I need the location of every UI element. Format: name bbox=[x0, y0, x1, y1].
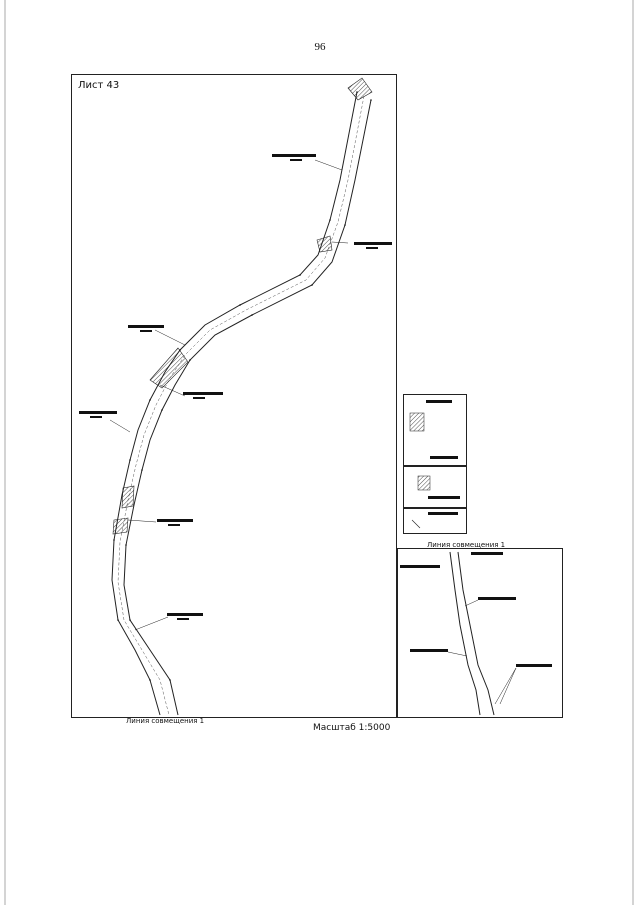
detail-box-2-content bbox=[417, 475, 460, 499]
hatched-parcel bbox=[316, 235, 333, 253]
detail-box-2 bbox=[403, 466, 467, 508]
main-match-line-label: Линия совмещения 1 bbox=[126, 717, 205, 725]
sheet-label: Лист 43 bbox=[78, 80, 120, 91]
inset-corridor-right bbox=[457, 551, 495, 716]
detail-box-3-content bbox=[411, 512, 458, 529]
inset-corridor-left bbox=[449, 551, 481, 716]
detail-box-1 bbox=[403, 394, 467, 466]
detail-box-1-content bbox=[409, 400, 458, 459]
corridor-center-line bbox=[117, 95, 365, 716]
corridor-left-edge bbox=[111, 91, 358, 716]
main-map-frame bbox=[71, 74, 397, 718]
page-number: 96 bbox=[314, 41, 326, 53]
hatched-parcel bbox=[112, 517, 129, 535]
inset-match-line-label: Линия совмещения 1 bbox=[427, 541, 506, 549]
hatched-parcel bbox=[121, 485, 135, 509]
survey-points bbox=[113, 91, 372, 681]
scan-edge-left bbox=[4, 0, 6, 905]
hatched-parcel bbox=[347, 77, 373, 101]
leader-lines bbox=[109, 159, 349, 631]
scale-label: Масштаб 1:5000 bbox=[313, 723, 391, 733]
inset-label-blocks bbox=[400, 552, 552, 667]
scan-edge-right bbox=[632, 0, 634, 905]
label-blocks bbox=[79, 154, 392, 620]
hatched-parcel bbox=[149, 347, 189, 389]
inset-map-frame bbox=[397, 548, 563, 718]
detail-box-3 bbox=[403, 508, 467, 534]
inset-leader-lines bbox=[447, 599, 517, 705]
corridor-right-edge bbox=[123, 99, 372, 716]
